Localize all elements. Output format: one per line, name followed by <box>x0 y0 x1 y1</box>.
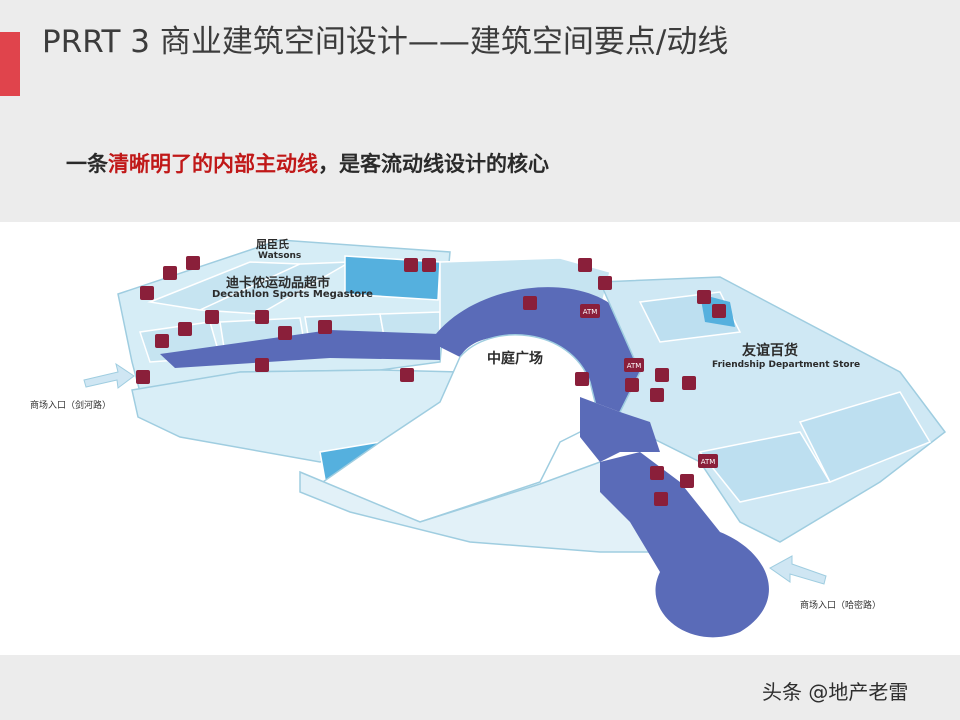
facility-icon <box>598 276 612 290</box>
facility-icon <box>650 466 664 480</box>
facility-icons <box>136 256 726 506</box>
east-wing-floor <box>598 276 947 543</box>
facility-icon <box>650 388 664 402</box>
subtitle-highlight: 清晰明了的内部主动线 <box>108 152 318 176</box>
mall-floor-plan: ATM ATM ATM 屈臣氏 Watsons 迪卡侬运动品超市 Decathl… <box>0 222 960 655</box>
south-east-corridor <box>580 397 660 462</box>
facility-icon <box>625 378 639 392</box>
atm-icon-label: ATM <box>583 308 598 316</box>
atm-icon-label: ATM <box>701 458 716 466</box>
friendship-label-en: Friendship Department Store <box>712 360 861 370</box>
floor-plan-drawing: ATM ATM ATM <box>83 239 947 638</box>
facility-icon <box>422 258 436 272</box>
facility-icon <box>318 320 332 334</box>
east-entrance-arrow <box>769 555 827 585</box>
facility-icon <box>278 326 292 340</box>
facility-icon <box>178 322 192 336</box>
atrium-corridor-ring <box>430 287 650 412</box>
slide-title: PRRT 3 商业建筑空间设计——建筑空间要点/动线 <box>42 24 729 60</box>
slide-subtitle: 一条清晰明了的内部主动线，是客流动线设计的核心 <box>66 148 549 178</box>
facility-icon <box>404 258 418 272</box>
west-entrance-arrow <box>83 362 135 389</box>
west-entrance-label: 商场入口（剑河路） <box>30 401 112 411</box>
decathlon-label-cn: 迪卡侬运动品超市 <box>226 276 331 291</box>
subtitle-prefix: 一条 <box>66 152 108 176</box>
atm-icon <box>624 358 644 372</box>
facility-icon <box>680 474 694 488</box>
facility-icon <box>697 290 711 304</box>
facility-icon <box>140 286 154 300</box>
atm-icon <box>580 304 600 318</box>
east-wing-shops <box>638 291 932 503</box>
facility-icon <box>682 376 696 390</box>
facility-icon <box>136 370 150 384</box>
facility-icon <box>712 304 726 318</box>
facility-icon <box>186 256 200 270</box>
atm-icon <box>698 454 718 468</box>
facility-icon <box>205 310 219 324</box>
east-entrance-corridor <box>600 452 769 638</box>
facility-icon <box>255 358 269 372</box>
facility-icon <box>255 310 269 324</box>
accent-bar <box>0 32 20 96</box>
facility-icon <box>578 258 592 272</box>
west-corridor <box>160 330 440 368</box>
facility-icon <box>655 368 669 382</box>
decathlon-label-en: Decathlon Sports Megastore <box>212 289 373 300</box>
facility-icon <box>523 296 537 310</box>
watsons-label-cn: 屈臣氏 <box>256 238 289 251</box>
east-entrance-label: 商场入口（哈密路） <box>800 601 882 611</box>
watsons-label-en: Watsons <box>258 251 302 261</box>
subtitle-suffix: ，是客流动线设计的核心 <box>318 152 549 176</box>
atm-icons: ATM ATM ATM <box>580 304 718 468</box>
friendship-label-cn: 友谊百货 <box>742 343 798 359</box>
facility-icon <box>575 372 589 386</box>
facility-icon <box>654 492 668 506</box>
facility-icon <box>155 334 169 348</box>
facility-icon <box>400 368 414 382</box>
atm-icon-label: ATM <box>627 362 642 370</box>
facility-icon <box>163 266 177 280</box>
atrium-label: 中庭广场 <box>487 351 543 367</box>
watermark: 头条 @地产老雷 <box>762 680 909 704</box>
